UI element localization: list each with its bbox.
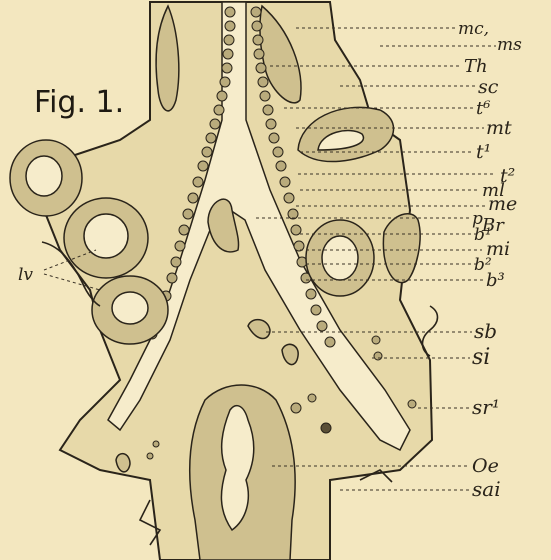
label-lv: lv (18, 265, 33, 285)
label-oe: Oe (472, 455, 499, 477)
label-si: si (472, 345, 490, 370)
label-ms: ms (497, 35, 522, 55)
figure-title: Fig. 1. (34, 85, 124, 120)
label-th: Th (464, 56, 488, 77)
label-sr1: sr¹ (472, 395, 500, 419)
label-sb: sb (474, 319, 497, 343)
label-t6: t⁶ (476, 98, 490, 119)
label-mc: mc, (458, 19, 489, 39)
label-sai: sai (472, 477, 501, 501)
label-me: me (488, 193, 517, 215)
label-mt: mt (486, 117, 512, 139)
label-b3: b³ (486, 270, 505, 291)
label-sc: sc (478, 76, 499, 98)
label-t1: t¹ (476, 141, 491, 163)
